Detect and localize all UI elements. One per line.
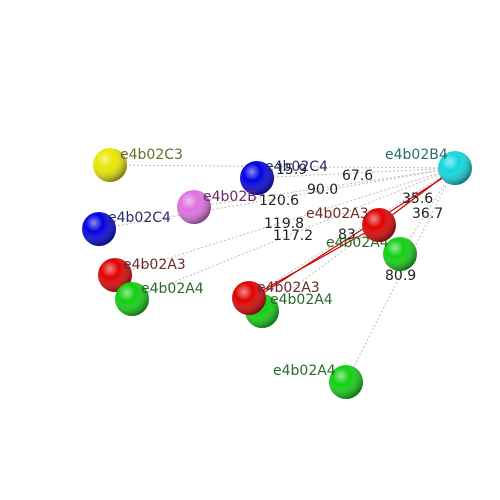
atom-label: e4b02B4	[385, 147, 448, 163]
atom-shading	[383, 237, 417, 271]
atom-label: e4b02A3	[306, 206, 369, 222]
atom-shading	[82, 212, 116, 246]
atom-label: e4b02A4	[273, 363, 336, 379]
atom-shading	[362, 208, 396, 242]
atom-shading	[177, 190, 211, 224]
atom-a4-bottom: e4b02A4	[273, 363, 363, 399]
atom-a3-left: e4b02A3	[98, 257, 186, 292]
atom-label: e4b02A4	[270, 292, 333, 308]
distance-label: 80.9	[385, 268, 416, 284]
atom-label: e4b02A4	[141, 281, 204, 297]
distance-label: 90.0	[307, 182, 338, 198]
distance-labels: 67.6 35.6 36.7 15.9 90.0 120.6 119.8 117…	[259, 162, 443, 284]
distance-line-a4-right	[399, 167, 456, 255]
atom-b4: e4b02B4	[385, 147, 472, 185]
distance-label: 36.7	[412, 206, 443, 222]
atom-shading	[329, 365, 363, 399]
distance-label: 119.8	[264, 216, 304, 232]
atom-c4-left: e4b02C4	[82, 210, 171, 246]
atom-label: e4b02C4	[265, 159, 328, 175]
atom-c4-top: e4b02C4	[240, 159, 328, 195]
atom-label: e4b02B	[203, 189, 257, 205]
distance-label: 67.6	[342, 168, 373, 184]
red-bond-3	[251, 171, 453, 301]
distance-line-a3-left	[114, 167, 456, 276]
distance-label: 117.2	[273, 228, 313, 244]
atom-shading	[232, 281, 266, 315]
atom-label: e4b02A3	[123, 257, 186, 273]
distance-line-a3-mid	[248, 167, 456, 299]
atom-a4-left: e4b02A4	[115, 281, 204, 316]
distance-label: 120.6	[259, 193, 299, 209]
atom-shading	[115, 282, 149, 316]
distance-label: 15.9	[276, 162, 307, 178]
distance-line-a4-bottom	[345, 167, 456, 383]
distance-label: 35.6	[402, 191, 433, 207]
atom-c3: e4b02C3	[93, 147, 183, 182]
distance-lines	[98, 164, 456, 383]
distance-line-c3	[109, 164, 456, 169]
atom-label: e4b02C3	[120, 147, 183, 163]
atom-shading	[438, 151, 472, 185]
atom-a3-mid: e4b02A3	[232, 280, 320, 315]
distance-line-c4-top	[256, 167, 456, 179]
atom-shading	[240, 161, 274, 195]
atom-label: e4b02C4	[108, 210, 171, 226]
atom-shading	[98, 258, 132, 292]
atom-b2: e4b02B	[177, 189, 257, 224]
atom-a3-right: e4b02A3	[306, 206, 396, 242]
atoms: e4b02C3 e4b02C4 e4b02B e4b02C4 e4b02A3 e…	[82, 147, 472, 399]
distance-label: 83.	[338, 227, 360, 243]
atom-a4-right: e4b02A4	[326, 235, 417, 271]
atom-shading	[93, 148, 127, 182]
red-bond-1	[248, 224, 380, 299]
distance-line-c4-left	[98, 167, 456, 230]
atom-label: e4b02A3	[257, 280, 320, 296]
